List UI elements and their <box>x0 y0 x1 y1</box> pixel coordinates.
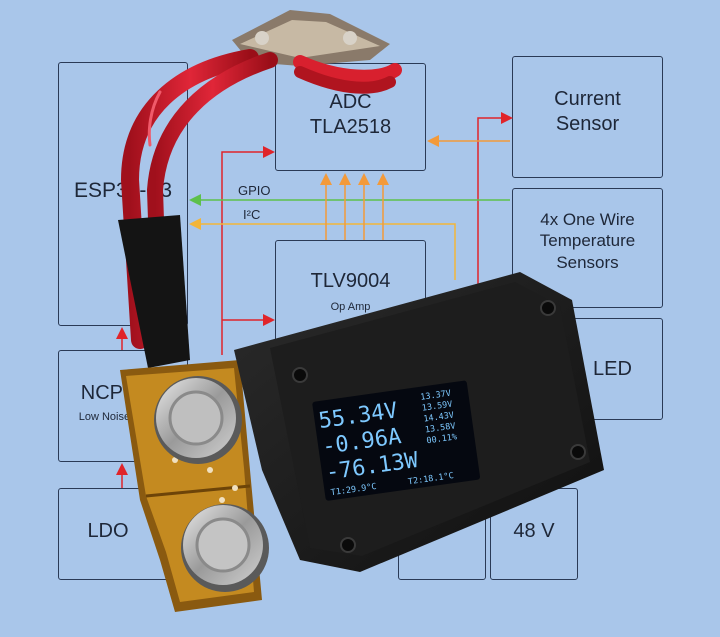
bolt-top <box>154 376 242 464</box>
display-cell-3: 14.43V <box>423 410 455 424</box>
led-label: LED <box>593 358 632 380</box>
voltage-label: 48 V <box>513 520 555 542</box>
current-sensor-block: Current Sensor <box>512 56 663 178</box>
ldo-label: LDO <box>87 520 129 542</box>
display-cell-1: 13.37V <box>420 389 452 403</box>
i2c-label: I²C <box>243 207 261 222</box>
diagram-arrows <box>116 112 513 488</box>
red-wire-bundle <box>120 49 402 349</box>
opamp-sublabel: Op Amp <box>330 301 371 313</box>
temperature-sensors-block: 4x One Wire Temperature Sensors <box>512 188 663 308</box>
oled-display: 55.34V -0.96A -76.13W 13.37V 13.59V 14.4… <box>312 380 481 501</box>
adc-block: ADC TLA2518 <box>275 63 426 171</box>
current-sensor-label: Current Sensor <box>554 88 621 135</box>
display-soc: 00.11% <box>426 432 458 446</box>
temperature-sensors-label: 4x One Wire Temperature Sensors <box>539 210 636 272</box>
connector-clip <box>232 10 390 66</box>
opamp-label: TLV9004 <box>310 270 391 292</box>
display-cell-2: 13.59V <box>421 400 453 414</box>
bolt-bottom <box>181 504 269 592</box>
gpio-label: GPIO <box>238 183 271 198</box>
heat-shrink <box>118 215 190 368</box>
display-cell-4: 13.58V <box>424 421 456 435</box>
adc-label: ADC TLA2518 <box>309 91 392 138</box>
